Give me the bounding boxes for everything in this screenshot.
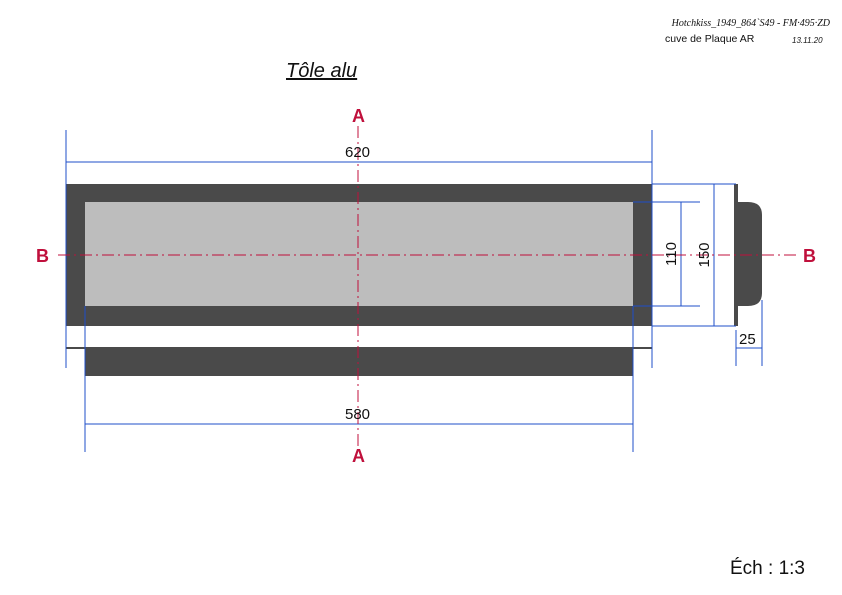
side-profile-flange — [736, 202, 762, 306]
material-title: Tôle alu — [286, 60, 358, 82]
dimension-flange: 25 — [739, 331, 756, 348]
section-label-a-bottom: A — [352, 446, 365, 466]
section-label-b-left: B — [36, 246, 49, 266]
scale-label: Éch : 1:3 — [730, 558, 805, 579]
section-label-a-top: A — [352, 106, 365, 126]
drawing-reference: Hotchkiss_1949_864`S49 - FM·495·ZD — [671, 18, 830, 29]
plate-edge-strip — [85, 348, 633, 376]
drawing-date: 13.11.20 — [792, 36, 823, 45]
dimension-outer-height: 150 — [696, 242, 713, 267]
dimension-inner-height: 110 — [663, 242, 680, 266]
part-name: cuve de Plaque AR — [665, 33, 755, 45]
dimension-outer-width: 620 — [345, 144, 370, 161]
plate-inner-panel — [85, 202, 633, 306]
section-label-b-right: B — [803, 246, 816, 266]
dimension-inner-width: 580 — [345, 406, 370, 423]
